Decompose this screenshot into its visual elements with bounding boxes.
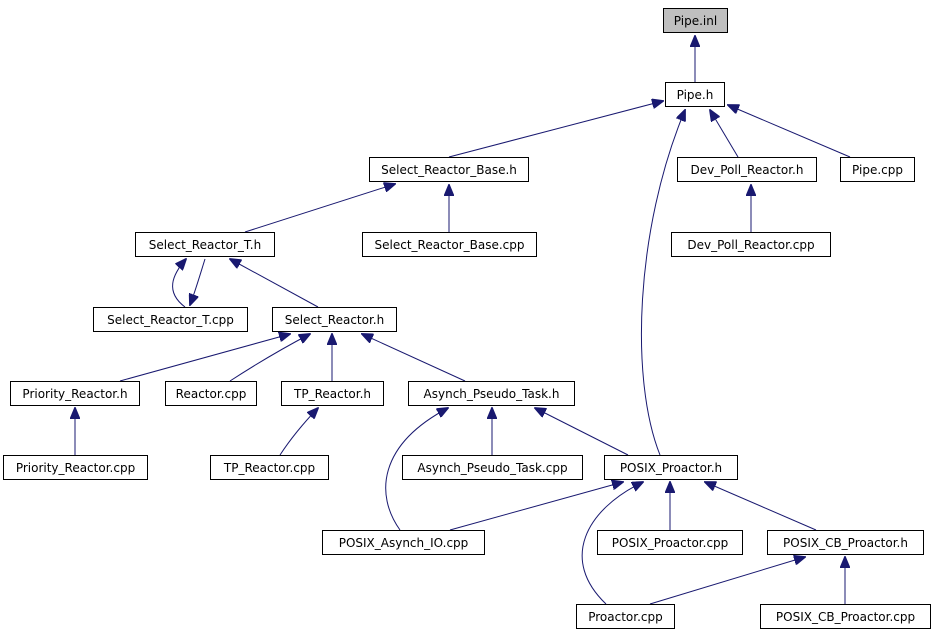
edge-proactor-cpp-to-posix-cb-proactor-h bbox=[649, 557, 805, 605]
node-tp-reactor-cpp[interactable]: TP_Reactor.cpp bbox=[210, 455, 329, 480]
node-posix-cb-proactor-h[interactable]: POSIX_CB_Proactor.h bbox=[767, 530, 924, 555]
node-pipe-cpp[interactable]: Pipe.cpp bbox=[840, 157, 915, 182]
edge-select-reactor-base-h-to-pipe-h bbox=[448, 101, 663, 158]
node-pipe-h[interactable]: Pipe.h bbox=[665, 82, 725, 107]
node-posix-proactor-h[interactable]: POSIX_Proactor.h bbox=[604, 455, 738, 480]
node-tp-reactor-h[interactable]: TP_Reactor.h bbox=[281, 381, 384, 406]
node-posix-cb-proactor-cpp[interactable]: POSIX_CB_Proactor.cpp bbox=[760, 604, 931, 629]
edge-proactor-cpp-to-posix-proactor-h bbox=[581, 482, 643, 605]
edge-select-reactor-t-h-to-select-reactor-t-cpp-right bbox=[190, 258, 206, 305]
node-asynch-pseudo-task-h[interactable]: Asynch_Pseudo_Task.h bbox=[408, 381, 575, 406]
node-pipe-inl[interactable]: Pipe.inl bbox=[663, 8, 728, 33]
node-reactor-cpp[interactable]: Reactor.cpp bbox=[165, 381, 257, 406]
edge-select-reactor-t-cpp-to-select-reactor-t-h-left bbox=[172, 259, 186, 308]
edge-pipe-cpp-to-pipe-h bbox=[728, 105, 851, 158]
edge-select-reactor-t-h-to-select-reactor-base-h bbox=[244, 184, 395, 233]
edge-posix-proactor-h-to-pipe-h bbox=[640, 110, 685, 456]
node-asynch-pseudo-task-cpp[interactable]: Asynch_Pseudo_Task.cpp bbox=[402, 455, 583, 480]
node-select-reactor-base-h[interactable]: Select_Reactor_Base.h bbox=[369, 157, 529, 182]
node-select-reactor-h[interactable]: Select_Reactor.h bbox=[272, 307, 397, 332]
node-posix-asynch-io-cpp[interactable]: POSIX_Asynch_IO.cpp bbox=[322, 530, 485, 555]
node-dev-poll-reactor-cpp[interactable]: Dev_Poll_Reactor.cpp bbox=[671, 232, 831, 257]
node-priority-reactor-cpp[interactable]: Priority_Reactor.cpp bbox=[3, 455, 148, 480]
edge-posix-cb-proactor-h-to-posix-proactor-h bbox=[705, 482, 817, 531]
node-select-reactor-t-h[interactable]: Select_Reactor_T.h bbox=[135, 232, 275, 257]
edge-reactor-cpp-to-select-reactor-h bbox=[229, 334, 310, 382]
edge-posix-asynch-io-cpp-to-asynch-pseudo-task-h bbox=[385, 408, 448, 531]
node-select-reactor-base-cpp[interactable]: Select_Reactor_Base.cpp bbox=[362, 232, 537, 257]
node-priority-reactor-h[interactable]: Priority_Reactor.h bbox=[10, 381, 140, 406]
edge-posix-asynch-io-cpp-to-posix-proactor-h bbox=[449, 482, 623, 531]
edge-posix-proactor-h-to-asynch-pseudo-task-h bbox=[535, 408, 629, 456]
edge-asynch-pseudo-task-h-to-select-reactor-h bbox=[362, 334, 466, 382]
node-posix-proactor-cpp[interactable]: POSIX_Proactor.cpp bbox=[597, 530, 743, 555]
node-dev-poll-reactor-h[interactable]: Dev_Poll_Reactor.h bbox=[677, 157, 817, 182]
node-proactor-cpp[interactable]: Proactor.cpp bbox=[576, 604, 675, 629]
edge-select-reactor-h-to-select-reactor-t-h bbox=[230, 259, 319, 308]
node-select-reactor-t-cpp[interactable]: Select_Reactor_T.cpp bbox=[93, 307, 248, 332]
edge-tp-reactor-cpp-to-tp-reactor-h bbox=[279, 408, 318, 456]
edge-dev-poll-reactor-h-to-pipe-h bbox=[710, 110, 739, 158]
edge-priority-reactor-h-to-select-reactor-h bbox=[119, 334, 290, 382]
